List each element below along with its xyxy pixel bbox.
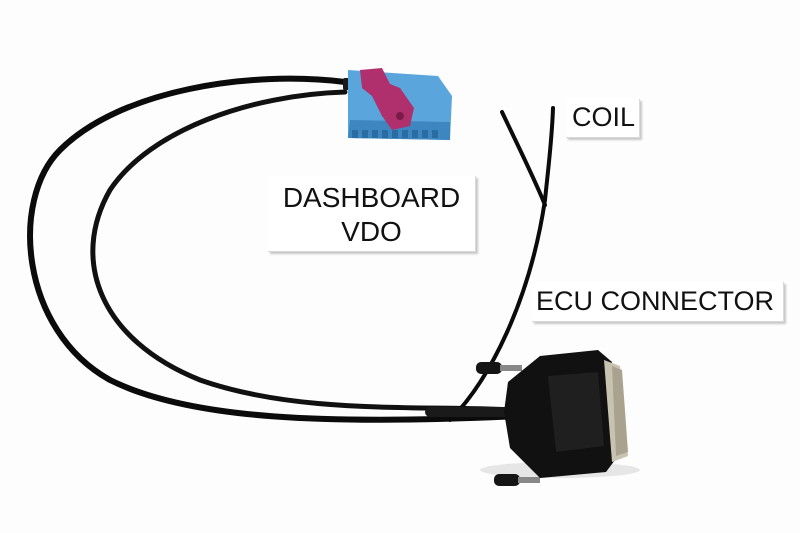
- dashboard-vdo-label: DASHBOARD VDO: [268, 176, 476, 252]
- ecu-db-connector: [476, 350, 628, 486]
- ecu-connector-label: ECU CONNECTOR: [532, 282, 784, 322]
- thumbscrew-icon: [476, 362, 502, 374]
- coil-label: COIL: [566, 99, 640, 138]
- dashboard-vdo-connector: [343, 68, 452, 140]
- thumbscrew-icon: [494, 474, 520, 486]
- dashboard-label-line1: DASHBOARD: [282, 182, 461, 213]
- dashboard-label-line2: VDO: [341, 216, 402, 247]
- coil-wire-b: [500, 110, 547, 207]
- inner-cable: [90, 89, 518, 413]
- coil-wire-a: [448, 106, 555, 422]
- outer-cable: [27, 75, 523, 423]
